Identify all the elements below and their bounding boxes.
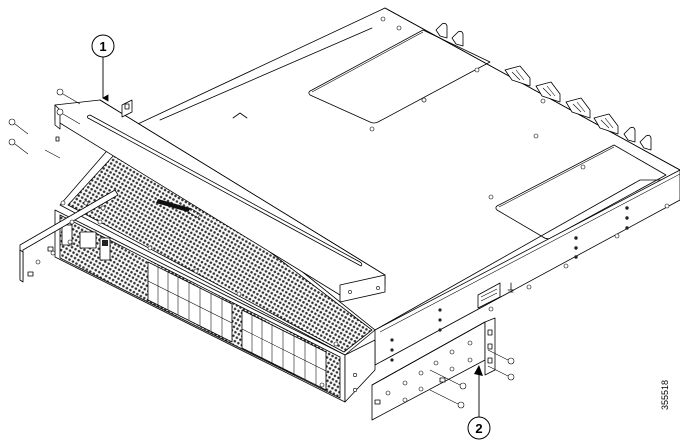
front-rack-bracket[interactable] (371, 308, 496, 421)
label-plate (477, 282, 501, 309)
callout-2: 2 (467, 365, 491, 440)
chassis-front (54, 129, 376, 403)
right-screws (429, 349, 515, 409)
port-block-2 (241, 309, 327, 391)
ground-icon (507, 282, 515, 293)
callout-1: 1 (91, 34, 115, 102)
top-screws (369, 16, 586, 200)
management-ports (61, 224, 111, 261)
callout-1-label: 1 (99, 39, 106, 54)
left-rack-bracket[interactable] (19, 189, 119, 283)
rear-handles (435, 22, 652, 151)
callout-2-label: 2 (475, 421, 482, 436)
figure-id: 355518 (660, 380, 670, 410)
top-bracket[interactable] (54, 99, 386, 303)
left-screws (8, 88, 81, 159)
port-block-1 (147, 261, 233, 343)
